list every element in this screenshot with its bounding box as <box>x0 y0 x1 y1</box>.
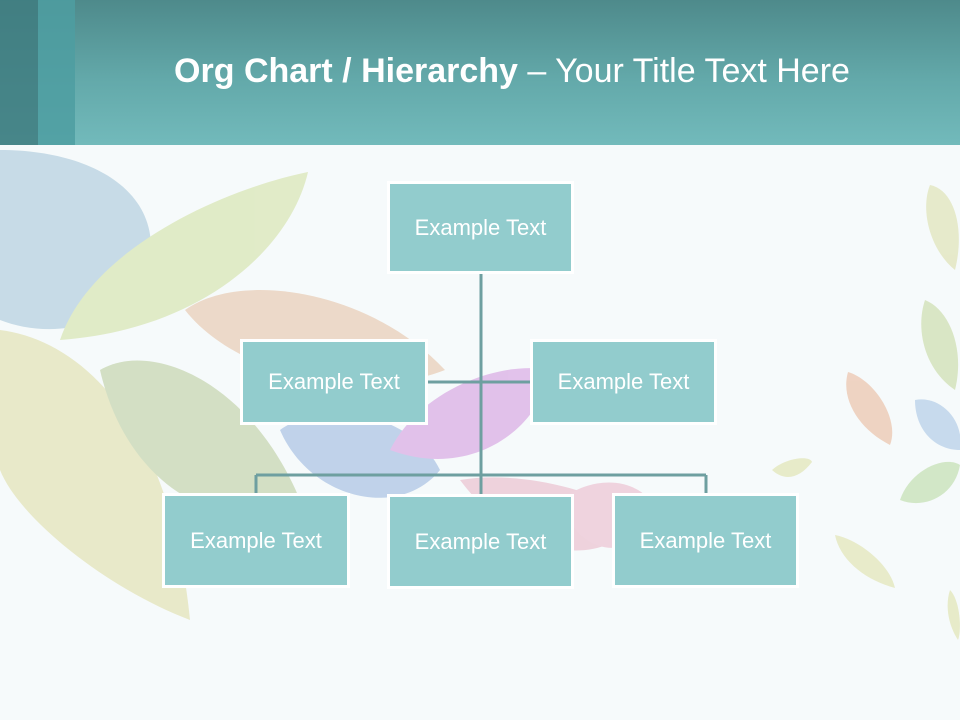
header-accent-stripe <box>38 0 75 145</box>
org-node-top[interactable]: Example Text <box>387 181 574 274</box>
title-bold: Org Chart / Hierarchy <box>174 52 518 90</box>
leaf-olive <box>100 360 300 515</box>
org-node-assistant-left[interactable]: Example Text <box>240 339 428 425</box>
leaf-right-yellow-2 <box>772 458 812 477</box>
leaf-right-orange <box>846 372 893 445</box>
slide-title[interactable]: Org Chart / Hierarchy – Your Title Text … <box>0 52 960 91</box>
title-dash: – <box>517 52 556 90</box>
header-accent-stripe <box>0 0 38 145</box>
leaf-yellow-large <box>0 330 190 620</box>
org-node-child-center[interactable]: Example Text <box>387 494 574 589</box>
leaf-right-yellow-3 <box>835 535 895 588</box>
org-node-child-left[interactable]: Example Text <box>162 493 350 588</box>
leaf-purple <box>390 368 550 459</box>
leaf-right-yellow-4 <box>947 590 960 640</box>
org-node-label: Example Text <box>639 527 772 553</box>
leaf-blue-mid <box>280 413 440 498</box>
org-node-label: Example Text <box>414 528 547 554</box>
leaf-blue-large <box>0 150 151 330</box>
leaf-right-yellow-1 <box>926 185 959 270</box>
org-node-label: Example Text <box>414 214 547 240</box>
leaf-right-blue <box>915 399 960 450</box>
org-node-child-right[interactable]: Example Text <box>612 493 799 588</box>
org-node-assistant-right[interactable]: Example Text <box>530 339 717 425</box>
org-node-label: Example Text <box>557 369 690 394</box>
leaf-right-green-1 <box>921 300 959 390</box>
title-subtitle: Your Title Text Here <box>555 52 850 90</box>
org-node-label: Example Text <box>190 527 322 553</box>
title-bar <box>0 0 960 145</box>
leaf-green-large <box>60 172 308 340</box>
leaf-right-green-2 <box>900 461 960 504</box>
org-node-label: Example Text <box>268 369 400 394</box>
